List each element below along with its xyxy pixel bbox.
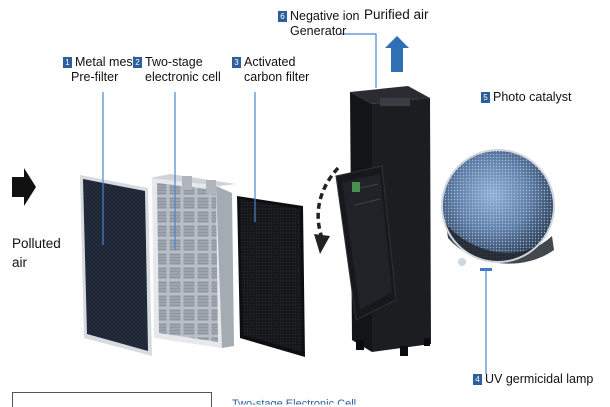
uv-lamp-text: UV germicidal lamp — [485, 372, 594, 386]
badge-1: 1 — [63, 57, 72, 68]
electronic-cell-line1: Two-stage — [145, 55, 203, 69]
electronic-cell-line2: electronic cell — [145, 70, 221, 84]
metal-mesh-line2: Pre-filter — [71, 70, 119, 84]
air-purifier-unit-image — [335, 86, 431, 356]
polluted-air-line2: air — [12, 255, 28, 270]
purified-air-label: Purified air — [364, 7, 429, 22]
polluted-air-label: Polluted air — [12, 234, 61, 272]
metal-mesh-filter-image — [80, 175, 152, 356]
curved-arrow-icon — [314, 166, 340, 254]
photo-catalyst-zoom-image — [441, 149, 555, 271]
leader-lines — [102, 33, 487, 374]
metal-mesh-line1: Metal mesh — [75, 55, 140, 69]
ion-generator-line2: Generator — [290, 24, 347, 38]
electronic-cell-image — [150, 174, 236, 348]
up-arrow-icon — [385, 36, 409, 72]
photo-catalyst-text: Photo catalyst — [493, 90, 572, 104]
ion-generator-line1: Negative ion — [290, 9, 360, 23]
carbon-filter-image — [237, 196, 305, 357]
polluted-air-line1: Polluted — [12, 236, 61, 251]
bottom-caption-box — [12, 392, 212, 407]
carbon-filter-line2: carbon filter — [244, 70, 310, 84]
carbon-filter-line1: Activated — [244, 55, 296, 69]
bottom-partial-link[interactable]: Two-stage Electronic Cell — [232, 398, 357, 407]
badge-3: 3 — [232, 57, 241, 68]
right-arrow-icon — [12, 168, 36, 206]
badge-4: 4 — [473, 374, 482, 385]
badge-6: 6 — [278, 11, 287, 22]
badge-5: 5 — [481, 92, 490, 103]
badge-2: 2 — [133, 57, 142, 68]
